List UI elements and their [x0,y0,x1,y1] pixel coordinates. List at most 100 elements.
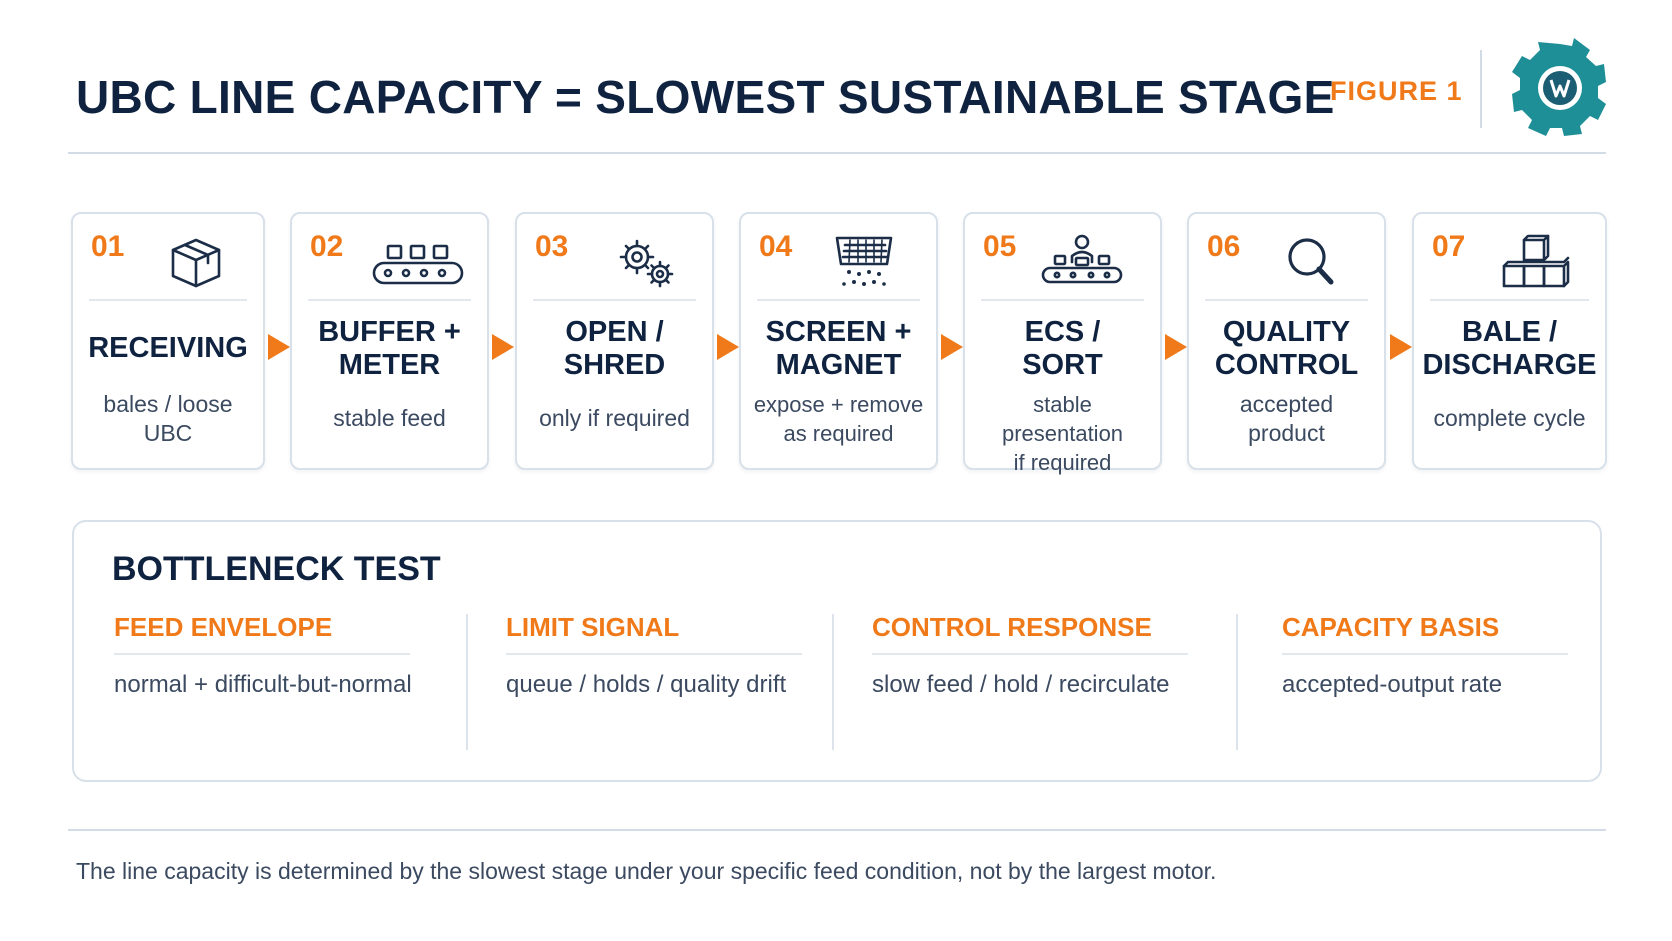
stage-name-line: MAGNET [775,349,902,381]
stage-number: 03 [535,230,569,263]
header: UBC LINE CAPACITY = SLOWEST SUSTAINABLE … [0,0,1672,160]
stage-description: expose + remove as required [747,390,930,448]
stage-card-screen-magnet: 04 SCREEN + MAGNET expose + remove as re… [739,212,938,470]
column-rule [114,653,410,655]
box-icon [171,238,221,288]
stage-name: ECS / SORT [971,316,1154,382]
screen-icon [835,236,893,286]
stage-card-ecs-sort: 05 ECS / SORT stable presentation if req… [963,212,1162,475]
stage-name-line: SORT [1022,349,1103,381]
stage-divider [533,299,696,301]
column-heading: CAPACITY BASIS [1282,612,1500,642]
stage-description: stable presentation if required [971,390,1154,477]
stage-description: only if required [523,404,706,433]
stage-number: 04 [759,230,793,263]
stage-number: 07 [1432,230,1466,263]
stage-description-line: stable presentation [1001,392,1124,446]
flow-arrow [717,334,739,360]
stage-name-line: QUALITY [1222,316,1351,348]
stage-divider [308,299,471,301]
flow-arrow [1390,334,1412,360]
column-value: normal + difficult-but-normal [114,671,412,698]
stage-card-quality-control: 06 QUALITY CONTROL accepted product [1187,212,1386,470]
magnifier-icon [1288,238,1334,285]
column-separator [832,614,834,750]
bottleneck-test-panel: BOTTLENECK TEST FEED ENVELOPE normal + d… [72,520,1602,782]
stage-card-open-shred: 03 OPEN / SHRED only if required [515,212,714,470]
stage-description-line: product [1248,420,1325,446]
column-heading: LIMIT SIGNAL [506,612,680,642]
footer-rule [68,829,1606,831]
stage-divider [757,299,920,301]
column-separator [466,614,468,750]
flow-arrow [1165,334,1187,360]
header-divider [1480,50,1482,128]
stage-divider [1205,299,1368,301]
column-rule [872,653,1188,655]
stage-description-line: bales / loose [103,391,233,417]
page-title: UBC LINE CAPACITY = SLOWEST SUSTAINABLE … [76,71,1335,123]
operator-conveyor-icon [1041,234,1123,284]
stage-divider [1430,299,1589,301]
stage-card-buffer-meter: 02 BUFFER + METER stable feed [290,212,489,470]
column-rule [506,653,802,655]
stage-name-line: ECS / [1024,316,1101,348]
stage-description: stable feed [298,404,481,433]
stage-name-line: OPEN / [565,316,664,348]
bottleneck-column-feed-envelope: FEED ENVELOPE normal + difficult-but-nor… [114,612,412,699]
bottleneck-column-control-response: CONTROL RESPONSE slow feed / hold / reci… [872,612,1188,699]
stage-name: BUFFER + METER [298,316,481,382]
stage-description-line: accepted [1239,391,1334,417]
stage-name: RECEIVING [79,332,257,365]
column-heading: FEED ENVELOPE [114,612,333,642]
stage-name-line: RECEIVING [88,332,248,364]
flow-arrow [268,334,290,360]
stage-card-bale-discharge: 07 BALE / DISCHARGE complete cycle [1412,212,1607,470]
stage-description-line: complete cycle [1433,405,1586,431]
stage-name-line: BALE / [1461,316,1558,348]
stage-name-line: CONTROL [1214,349,1359,381]
stage-description-line: if required [1013,450,1112,475]
stage-name: BALE / DISCHARGE [1420,316,1599,382]
stage-name-line: SCREEN + [765,316,912,348]
stage-number: 06 [1207,230,1241,263]
figure-label: FIGURE 1 [1330,76,1463,106]
flow-arrow [492,334,514,360]
header-rule [68,152,1606,154]
bottleneck-column-capacity-basis: CAPACITY BASIS accepted-output rate [1282,612,1568,699]
column-heading: CONTROL RESPONSE [872,612,1152,642]
stage-name-line: DISCHARGE [1422,349,1597,381]
column-value: slow feed / hold / recirculate [872,671,1170,698]
bottleneck-column-limit-signal: LIMIT SIGNAL queue / holds / quality dri… [506,612,802,699]
column-separator [1236,614,1238,750]
gears-icon [619,239,674,288]
stage-name: QUALITY CONTROL [1195,316,1378,382]
stacked-boxes-icon [1502,234,1570,288]
stage-description-line: as required [783,421,894,446]
stage-description-line: expose + remove [753,392,924,417]
stage-description-line: only if required [539,405,690,431]
column-value: queue / holds / quality drift [506,671,787,698]
column-rule [1282,653,1568,655]
column-value: accepted-output rate [1282,671,1503,698]
stage-description: complete cycle [1420,404,1599,433]
gear-logo-icon [1512,38,1606,136]
stage-description-line: stable feed [333,405,446,431]
stage-card-receiving: 01 RECEIVING bales / loose UBC [71,212,265,470]
stage-number: 01 [91,230,125,263]
stage-description-line: UBC [143,420,193,446]
stage-name-line: SHRED [563,349,666,381]
conveyor-icon [372,244,464,285]
bottleneck-title: BOTTLENECK TEST [112,550,441,588]
stage-number: 02 [310,230,344,263]
stage-divider [981,299,1144,301]
stage-description: bales / loose UBC [79,390,257,448]
stage-name-line: BUFFER + [318,316,461,348]
stage-name-line: METER [338,349,441,381]
stage-number: 05 [983,230,1017,263]
stage-name: OPEN / SHRED [523,316,706,382]
stage-description: accepted product [1195,390,1378,448]
flow-arrow [941,334,963,360]
stage-name: SCREEN + MAGNET [747,316,930,382]
stage-divider [89,299,247,301]
